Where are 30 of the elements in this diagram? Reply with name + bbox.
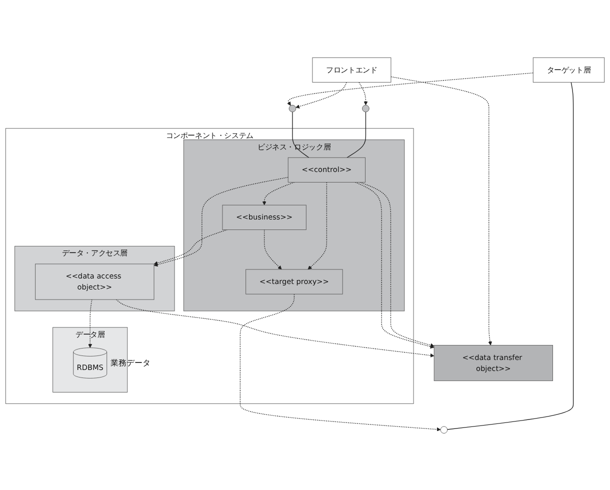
node-box [532, 56, 605, 82]
arrow [264, 228, 282, 270]
arrow [88, 298, 92, 348]
cluster [14, 245, 175, 311]
arrow [358, 81, 368, 105]
node-box [35, 263, 154, 300]
node-circle [362, 104, 370, 112]
cluster [5, 128, 414, 404]
connector [447, 81, 574, 430]
connector [292, 111, 310, 158]
node-box [312, 56, 392, 82]
connector [346, 111, 366, 158]
arrow [308, 181, 328, 270]
arrow [287, 72, 534, 106]
node-box [434, 344, 553, 381]
node-circle [288, 104, 296, 112]
cluster [183, 139, 405, 311]
node-box [288, 156, 366, 182]
arrow [240, 293, 441, 431]
node-box [246, 268, 343, 294]
arrow [116, 298, 434, 357]
node-box [222, 204, 306, 230]
arrow [262, 181, 295, 205]
arrow [390, 76, 492, 345]
node-circle [440, 426, 448, 434]
node-caption: 業務データ [110, 356, 150, 367]
arrow [154, 228, 228, 264]
arrow [154, 176, 288, 266]
cluster [52, 326, 128, 392]
arrow [296, 81, 347, 108]
